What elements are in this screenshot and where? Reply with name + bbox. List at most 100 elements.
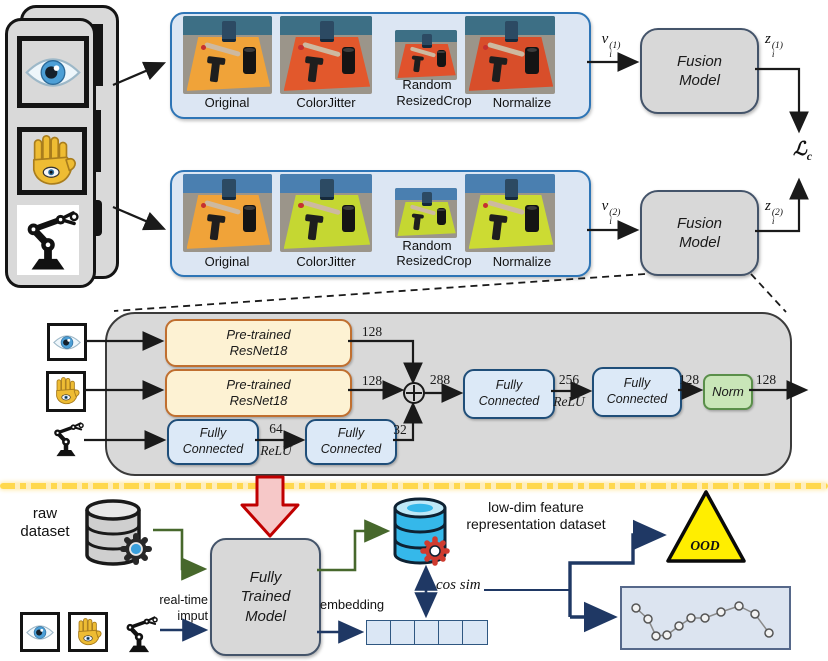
fc-state-box-2: Fully Connected — [305, 419, 397, 465]
callout-dashed-left — [113, 273, 646, 312]
dim-64: 64 — [269, 421, 283, 436]
v2-label: v(2)i — [601, 198, 621, 227]
data-point — [734, 601, 744, 611]
data-point — [716, 607, 726, 617]
fusion-model-box-view2: Fusion Model — [640, 190, 759, 276]
vision-modality-box — [17, 36, 89, 108]
relu-label-2: ReLU — [553, 394, 585, 409]
label-normalize-view2: Normalize — [492, 254, 552, 269]
arrow-rawdb-to-model — [153, 528, 208, 581]
fc-fusion-box-2: Fully Connected — [592, 367, 682, 417]
robot-arm-icon — [48, 418, 84, 460]
embedding-cell — [462, 620, 488, 645]
contrastive-loss-label: ℒc — [793, 139, 813, 163]
eye-icon — [25, 54, 81, 91]
hand-icon — [75, 618, 102, 647]
resnet18-touch-box: Pre-trained ResNet18 — [165, 369, 352, 417]
robot-arm-icon — [17, 208, 79, 272]
raw-database-icon — [85, 499, 152, 566]
data-point — [700, 613, 710, 623]
fusion-model-label: Fusion — [676, 52, 723, 70]
label-original-view2: Original — [204, 254, 250, 269]
embedding-vector — [366, 620, 488, 645]
dim-128-fuse: 128 — [678, 372, 700, 387]
fc-fusion-box-1: Fully Connected — [463, 369, 555, 419]
vision-input-box — [47, 323, 87, 361]
data-point — [764, 628, 774, 638]
fusion-model-box-view1: Fusion Model — [640, 28, 759, 114]
proprioception-modality-box — [17, 205, 79, 275]
dim-288: 288 — [429, 372, 451, 387]
image-normalize-view1 — [465, 16, 555, 94]
fully-trained-model-box: Fully Trained Model — [210, 538, 321, 656]
eye-icon — [53, 333, 81, 352]
label-colorjitter-view2: ColorJitter — [296, 254, 356, 269]
resnet18-vision-box: Pre-trained ResNet18 — [165, 319, 352, 367]
image-original-view2 — [183, 174, 272, 252]
data-point — [643, 614, 653, 624]
raw-dataset-label: raw dataset — [20, 505, 70, 540]
embedding-cell — [366, 620, 392, 645]
gear-icon — [420, 536, 450, 566]
data-point — [750, 609, 760, 619]
eye-icon — [26, 623, 54, 642]
touch-input-box — [46, 371, 86, 412]
image-colorjitter-view2 — [280, 174, 372, 252]
relu-label-1: ReLU — [260, 443, 292, 458]
callout-dashed-right — [750, 273, 787, 313]
realtime-input-label: real-time imput — [159, 593, 208, 623]
similarity-plot — [620, 586, 791, 650]
embedding-cell — [438, 620, 464, 645]
similarity-sparkline — [631, 601, 774, 641]
data-point — [686, 613, 696, 623]
label-random-view2: Random — [402, 238, 452, 253]
stacked-box-edge — [92, 24, 103, 86]
embedding-cell — [390, 620, 416, 645]
image-randomresizedcrop-view2 — [395, 188, 457, 238]
vision-realtime-box — [20, 612, 60, 652]
train-deploy-separator — [0, 483, 828, 489]
image-colorjitter-view1 — [280, 16, 372, 94]
data-point — [651, 631, 661, 641]
touch-realtime-box — [68, 612, 108, 652]
dim-128-vision: 128 — [361, 324, 383, 339]
label-resizedcrop-view1: ResizedCrop — [396, 93, 472, 108]
fusion-model-label: Fusion — [676, 214, 723, 232]
norm-box: Norm — [703, 374, 753, 410]
arrow-stack-to-view1 — [112, 61, 167, 87]
image-normalize-view2 — [465, 174, 555, 252]
hand-icon — [27, 135, 77, 188]
image-randomresizedcrop-view1 — [395, 30, 457, 80]
fc-state-box-1: Fully Connected — [167, 419, 259, 465]
dim-128-out: 128 — [755, 372, 777, 387]
label-colorjitter-view1: ColorJitter — [296, 95, 356, 110]
hand-icon — [53, 377, 80, 406]
arrow-model-to-featuredb — [317, 519, 391, 572]
touch-modality-box — [17, 127, 87, 195]
dim-128-touch: 128 — [361, 373, 383, 388]
ood-warning-triangle — [666, 490, 746, 563]
embedding-label: embedding — [319, 597, 385, 612]
feature-database-icon — [393, 497, 450, 566]
data-point — [631, 603, 641, 613]
data-point — [674, 621, 684, 631]
cos-sim-label: cos sim — [436, 577, 481, 593]
lowdim-dataset-label: low-dim feature representation dataset — [466, 499, 606, 532]
dim-256: 256 — [558, 372, 580, 387]
v1-label: v(1)i — [601, 31, 621, 60]
proprioception-input-icon — [48, 418, 84, 460]
label-resizedcrop-view2: ResizedCrop — [396, 253, 472, 268]
gear-icon — [120, 533, 152, 565]
embedding-cell — [414, 620, 440, 645]
data-point — [662, 630, 672, 640]
label-original-view1: Original — [204, 95, 250, 110]
z1-label: z(1)i — [765, 31, 783, 60]
stacked-box-edge — [92, 200, 102, 236]
dim-32: 32 — [393, 422, 407, 437]
label-normalize-view1: Normalize — [492, 95, 552, 110]
z2-label: z(2)i — [765, 198, 783, 227]
arrow-z1-to-loss — [755, 67, 809, 134]
label-random-view1: Random — [402, 77, 452, 92]
ood-label: OOD — [690, 538, 720, 553]
